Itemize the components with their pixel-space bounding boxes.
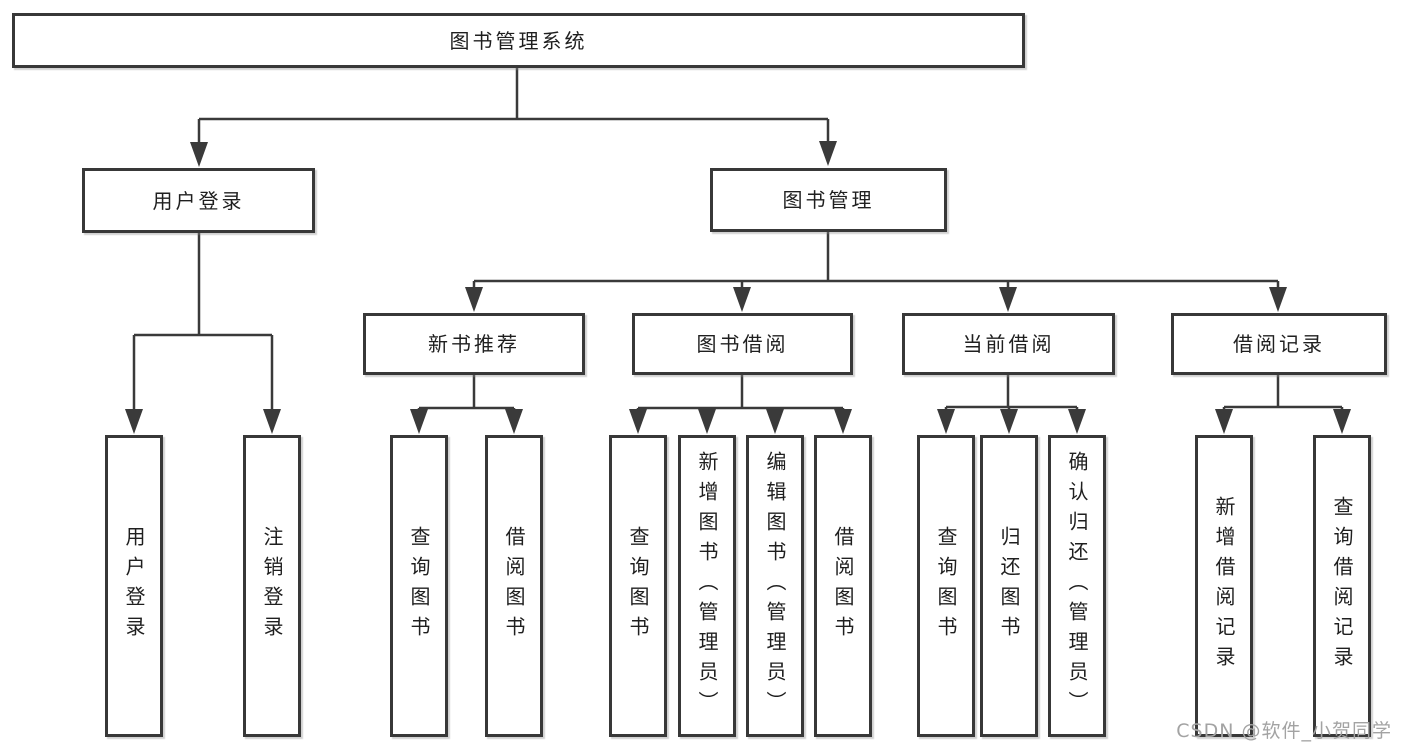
node-label: 借阅图书 <box>502 526 526 646</box>
node-label: 归还图书 <box>997 526 1021 646</box>
leaf-add-books-admin: 新增图书（管理员） <box>678 435 736 737</box>
leaf-confirm-return-admin: 确认归还（管理员） <box>1048 435 1106 737</box>
node-label: 图书管理系统 <box>449 28 588 53</box>
node-new-book-recommend: 新书推荐 <box>363 313 585 375</box>
node-label: 查询借阅记录 <box>1330 496 1354 676</box>
csdn-watermark: CSDN @软件_小贺同学 <box>1176 720 1392 742</box>
node-user-login: 用户登录 <box>82 168 315 233</box>
node-label: 当前借阅 <box>962 332 1055 356</box>
node-label: 注销登录 <box>260 526 284 646</box>
node-book-management: 图书管理 <box>710 168 947 232</box>
node-label: 用户登录 <box>152 188 245 213</box>
leaf-user-login: 用户登录 <box>105 435 163 737</box>
node-label: 图书借阅 <box>696 332 789 356</box>
node-label: 查询图书 <box>407 526 431 646</box>
node-label: 用户登录 <box>122 526 146 646</box>
leaf-borrow-books: 借阅图书 <box>814 435 872 737</box>
node-label: 查询图书 <box>934 526 958 646</box>
node-borrow-records: 借阅记录 <box>1171 313 1387 375</box>
leaf-query-books-recommend: 查询图书 <box>390 435 448 737</box>
node-label: 借阅记录 <box>1233 332 1325 356</box>
node-current-borrow: 当前借阅 <box>902 313 1115 375</box>
node-library-management-system: 图书管理系统 <box>12 13 1025 68</box>
leaf-logout: 注销登录 <box>243 435 301 737</box>
leaf-edit-books-admin: 编辑图书（管理员） <box>746 435 804 737</box>
node-label: 借阅图书 <box>831 526 855 646</box>
node-label: 确认归还（管理员） <box>1065 451 1089 721</box>
leaf-borrow-books-recommend: 借阅图书 <box>485 435 543 737</box>
leaf-return-books: 归还图书 <box>980 435 1038 737</box>
node-label: 查询图书 <box>626 526 650 646</box>
leaf-query-borrow-record: 查询借阅记录 <box>1313 435 1371 737</box>
node-label: 新增图书（管理员） <box>695 451 719 721</box>
leaf-add-borrow-record: 新增借阅记录 <box>1195 435 1253 737</box>
node-label: 图书管理 <box>782 188 875 212</box>
node-label: 编辑图书（管理员） <box>763 451 787 721</box>
node-label: 新书推荐 <box>428 332 520 356</box>
leaf-query-books-current: 查询图书 <box>917 435 975 737</box>
node-label: 新增借阅记录 <box>1212 496 1236 676</box>
leaf-query-books-borrow: 查询图书 <box>609 435 667 737</box>
node-book-borrow: 图书借阅 <box>632 313 853 375</box>
